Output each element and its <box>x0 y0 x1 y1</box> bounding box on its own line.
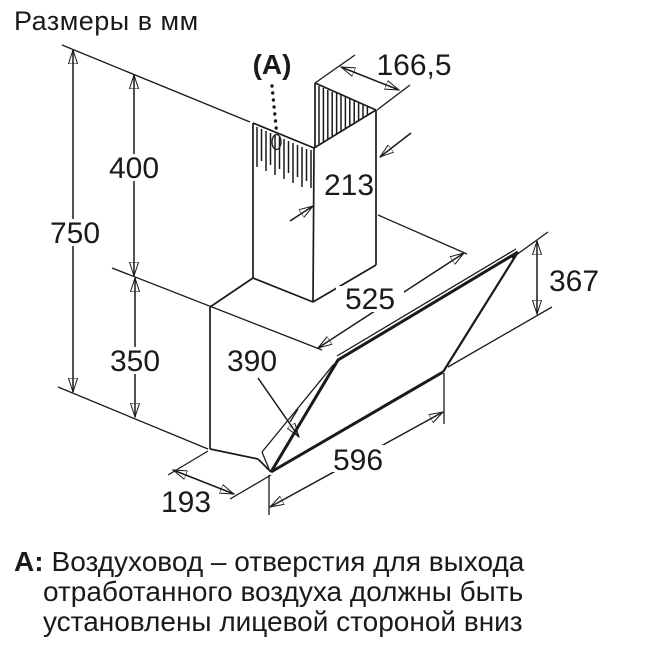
label-a-marker: (A) <box>253 49 292 80</box>
caption-line-3: установлены лицевой стороной вниз <box>43 606 523 637</box>
label-525: 525 <box>345 283 395 316</box>
chimney-outline <box>252 82 377 303</box>
label-596: 596 <box>333 444 383 477</box>
label-750: 750 <box>50 217 100 250</box>
caption-text-1: Воздуховод – отверстия для выхода <box>51 546 525 577</box>
label-390: 390 <box>227 345 277 378</box>
label-213: 213 <box>324 169 374 202</box>
caption-line-1: A:Воздуховод – отверстия для выхода <box>14 547 639 577</box>
caption-marker: A: <box>14 546 44 577</box>
hood-body-outline <box>209 277 272 473</box>
label-400: 400 <box>109 152 159 185</box>
glass-panel-outline <box>261 248 519 474</box>
label-166-5: 166,5 <box>376 49 451 82</box>
extension-lines <box>57 44 553 515</box>
caption-line-2: отработанного воздуха должны быть <box>43 576 524 607</box>
diagram-title: Размеры в мм <box>14 6 199 36</box>
label-367: 367 <box>549 265 599 298</box>
caption: A:Воздуховод – отверстия для выхода отра… <box>14 547 639 637</box>
label-193: 193 <box>161 486 211 519</box>
dimension-labels: (A) 166,5 213 750 400 350 525 390 367 59… <box>50 49 599 519</box>
vent-slots-left <box>256 127 312 188</box>
label-350: 350 <box>110 345 160 378</box>
vent-slots-right <box>318 86 369 144</box>
a-pointer-dotted-line <box>270 84 282 151</box>
